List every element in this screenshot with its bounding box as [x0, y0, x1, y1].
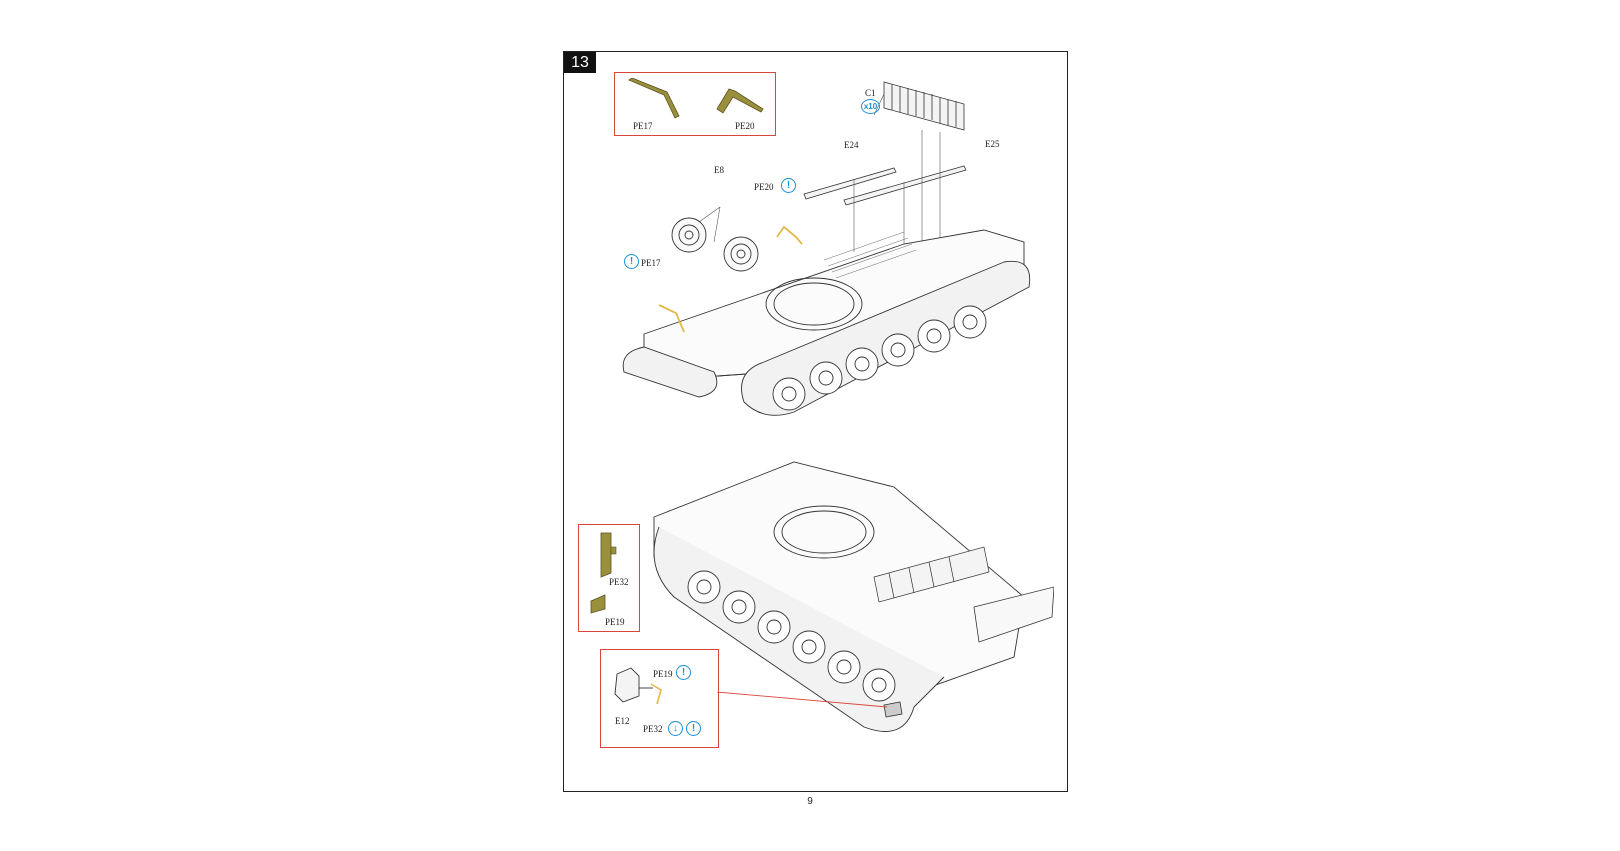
photo-etch-parts-box-side: PE32 PE19	[578, 524, 640, 632]
pe20-upper-label: PE20	[754, 182, 774, 192]
e12-detail-label: E12	[615, 716, 630, 726]
instruction-sheet: 13 PE17 PE20	[563, 51, 1068, 792]
e24-rail	[803, 167, 897, 200]
page-number: 9	[807, 796, 813, 807]
step-number: 13	[564, 52, 596, 73]
pe19-side-label: PE19	[605, 617, 625, 627]
e12-on-hull	[883, 701, 903, 718]
c1-quantity-badge: x10	[861, 99, 880, 114]
pe17-etch-on-hull	[658, 304, 685, 333]
e8-label: E8	[714, 165, 724, 175]
pe32-side-label: PE32	[609, 577, 629, 587]
upper-hull-drawing	[622, 81, 1031, 416]
e25-rail	[843, 165, 967, 206]
rear-plate	[973, 586, 1054, 643]
road-wheel-set	[772, 305, 987, 411]
c1-ammo-rack	[883, 81, 965, 131]
info-icon: !	[781, 178, 796, 193]
pe20-etch-on-hull	[776, 225, 803, 245]
detail-callout-box: PE19 ! E12 PE32 ↓ !	[600, 649, 719, 748]
pe17-part-drawing	[628, 78, 680, 119]
pe19-part-drawing	[590, 594, 606, 614]
info-icon: !	[624, 254, 639, 269]
pe32-detail-label: PE32	[643, 724, 663, 734]
lower-road-wheel-set	[687, 570, 896, 702]
lower-hull-drawing	[653, 461, 1054, 732]
pe20-label: PE20	[735, 121, 755, 131]
photo-etch-parts-box-top: PE17 PE20	[614, 72, 776, 136]
info-icon: !	[676, 665, 691, 680]
c1-label: C1	[865, 88, 876, 98]
pe19-detail-label: PE19	[653, 669, 673, 679]
pe17-upper-label: PE17	[641, 258, 661, 268]
e25-label: E25	[985, 139, 1000, 149]
pe17-label: PE17	[633, 121, 653, 131]
e24-label: E24	[844, 140, 859, 150]
lower-ammo-rack	[873, 546, 990, 603]
e8-road-wheels	[671, 217, 759, 272]
pe20-part-drawing	[716, 88, 764, 114]
fold-down-icon: ↓	[668, 721, 683, 736]
pe32-part-drawing	[600, 532, 617, 578]
callout-connector	[717, 692, 888, 708]
info-icon: !	[686, 721, 701, 736]
e12-detail-drawing	[614, 667, 662, 705]
